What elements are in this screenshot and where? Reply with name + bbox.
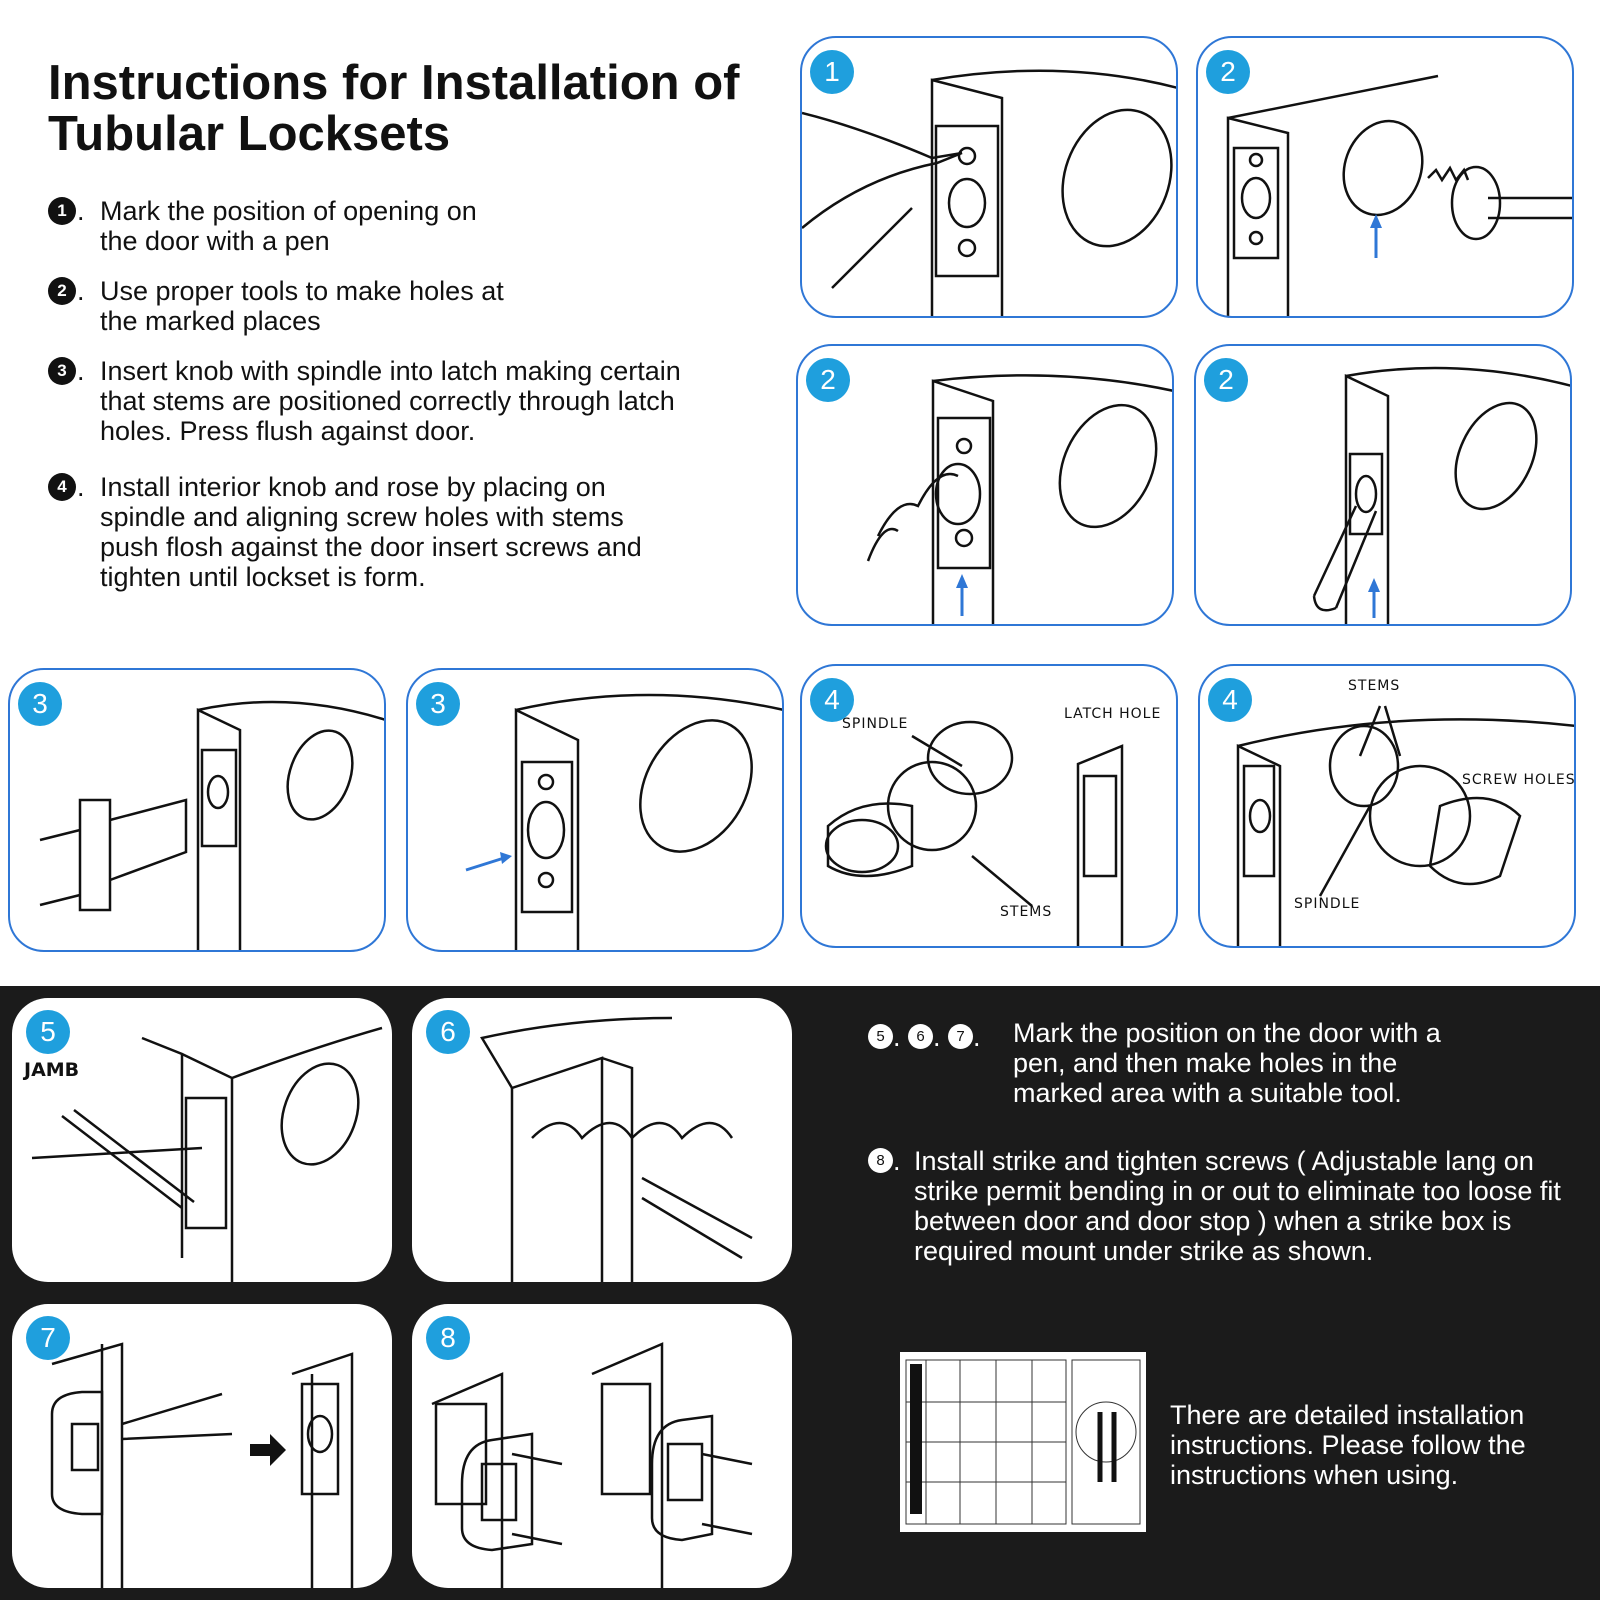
panel-step-5: 5 JAMB [12, 998, 392, 1282]
panel-number: 7 [26, 1316, 70, 1360]
panel-number: 2 [1206, 50, 1250, 94]
label-spindle: SPINDLE [1294, 896, 1360, 912]
step-5-6-7-text: Mark the position on the door with a pen… [1013, 1018, 1441, 1108]
jamb-mark-illustration: JAMB [22, 1026, 383, 1282]
step-3: 3. Insert knob with spindle into latch m… [48, 356, 681, 446]
panel-step-3b: 3 [406, 668, 784, 952]
drill-hole-illustration [1226, 74, 1572, 316]
step-text: Insert knob with spindle into latch maki… [100, 356, 681, 446]
panel-step-4a: 4 SPINDLE LATCH HOLE STEMS [800, 664, 1178, 948]
panel-step-4b: 4 STEMS SCREW HOLES SPINDLE [1198, 664, 1576, 948]
panel-step-2a: 2 [1196, 36, 1574, 318]
label-latch-hole: LATCH HOLE [1064, 706, 1161, 722]
panel-number: 1 [810, 50, 854, 94]
panel-step-2b: 2 [796, 344, 1174, 626]
label-stems: STEMS [1348, 678, 1400, 694]
mark-door-illustration [802, 69, 1176, 316]
step-text: Install interior knob and rose by placin… [100, 472, 642, 592]
panel-number: 3 [416, 682, 460, 726]
step-number: 8 [868, 1148, 893, 1173]
latch-insert-illustration [39, 700, 384, 950]
step-number: 3 [48, 357, 76, 385]
edge-bore-illustration [866, 374, 1172, 624]
step-number: 6 [908, 1024, 934, 1049]
panel-number: 2 [806, 358, 850, 402]
interior-knob-illustration: STEMS SCREW HOLES SPINDLE [1236, 678, 1576, 946]
panel-number: 4 [810, 678, 854, 722]
strike-mark-illustration [50, 1342, 354, 1588]
panel-number: 6 [426, 1010, 470, 1054]
instruction-sheet-thumbnail [900, 1352, 1146, 1532]
step-5-6-7: 5. 6. 7. [868, 1022, 981, 1052]
page-title: Instructions for Installation of Tubular… [48, 56, 740, 161]
knob-spindle-illustration: SPINDLE LATCH HOLE STEMS [824, 706, 1161, 946]
panel-step-2c: 2 [1194, 344, 1572, 626]
detail-note: There are detailed installation instruct… [1170, 1400, 1526, 1490]
step-number: 1 [48, 197, 76, 225]
panel-step-8: 8 [412, 1304, 792, 1588]
chisel-illustration [1312, 366, 1570, 624]
step-number: 2 [48, 277, 76, 305]
panel-number: 3 [18, 682, 62, 726]
step-number: 4 [48, 473, 76, 501]
step-number: 7 [948, 1024, 974, 1049]
step-text: Use proper tools to make holes at the ma… [100, 276, 504, 336]
label-jamb: JAMB [22, 1059, 79, 1081]
step-4: 4. Install interior knob and rose by pla… [48, 472, 642, 592]
panel-number: 5 [26, 1010, 70, 1054]
label-screw-holes: SCREW HOLES [1462, 772, 1576, 788]
label-spindle: SPINDLE [842, 716, 908, 732]
latch-installed-illustration [465, 693, 782, 950]
step-2: 2. Use proper tools to make holes at the… [48, 276, 504, 336]
strike-bore-illustration [480, 1016, 753, 1282]
step-8: 8. [868, 1146, 901, 1176]
panel-step-1: 1 [800, 36, 1178, 318]
panel-number: 4 [1208, 678, 1252, 722]
step-number: 5 [868, 1024, 893, 1049]
panel-number: 2 [1204, 358, 1248, 402]
panel-number: 8 [426, 1316, 470, 1360]
panel-step-3a: 3 [8, 668, 386, 952]
strike-install-illustration [431, 1342, 753, 1588]
step-8-text: Install strike and tighten screws ( Adju… [914, 1146, 1561, 1266]
panel-step-6: 6 [412, 998, 792, 1282]
label-stems: STEMS [1000, 904, 1052, 920]
step-1: 1. Mark the position of opening on the d… [48, 196, 477, 256]
instruction-sheet-image [905, 1359, 1141, 1525]
panel-step-7: 7 [12, 1304, 392, 1588]
step-text: Mark the position of opening on the door… [100, 196, 477, 256]
